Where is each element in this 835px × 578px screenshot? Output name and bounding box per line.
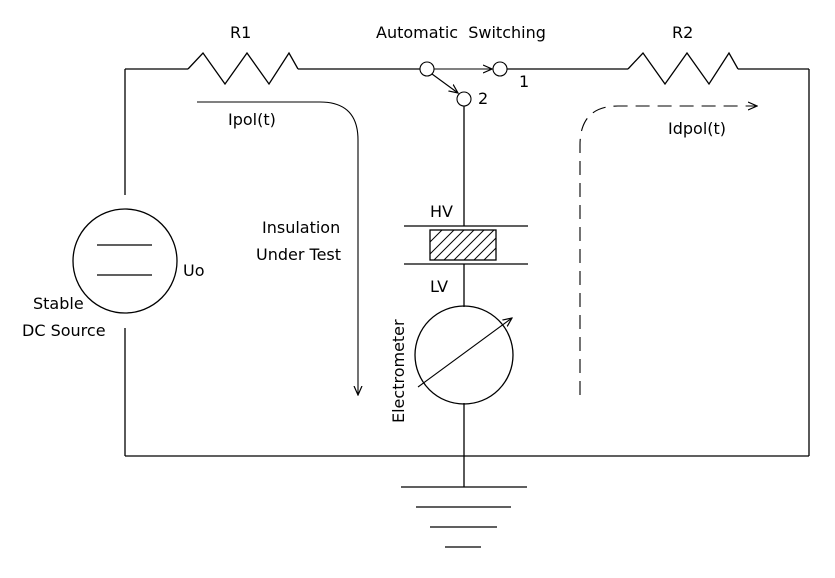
uo-label: Uo <box>183 261 205 280</box>
lv-label: LV <box>430 277 448 296</box>
dc-source: Uo Stable DC Source <box>22 208 205 340</box>
ground-symbol <box>401 486 527 548</box>
circuit-wires <box>124 68 810 487</box>
idpol-label: Idpol(t) <box>668 119 726 138</box>
switch-label: Automatic Switching <box>376 23 546 42</box>
source-label-line1: Stable <box>33 294 84 313</box>
ipol-label: Ipol(t) <box>228 110 276 129</box>
r1-label: R1 <box>230 23 251 42</box>
switch-arrow-to-2 <box>431 73 458 93</box>
insulation-hatching <box>429 229 497 261</box>
electrometer-label: Electrometer <box>389 319 408 423</box>
source-label-line2: DC Source <box>22 321 106 340</box>
r1-resistor <box>187 51 299 86</box>
insulation-specimen: HV LV Insulation Under Test <box>256 202 528 296</box>
switch-common-terminal <box>419 61 435 77</box>
r2-label: R2 <box>672 23 693 42</box>
insulation-block <box>429 229 497 261</box>
switch-terminal-1 <box>492 61 508 77</box>
insulation-label-line2: Under Test <box>256 245 341 264</box>
electrometer: Electrometer <box>389 305 514 423</box>
switch-pos2-label: 2 <box>478 89 488 108</box>
switch-pos1-label: 1 <box>519 72 529 91</box>
electrometer-dial <box>414 305 514 405</box>
ipol-arrow <box>197 101 358 395</box>
insulation-label-line1: Insulation <box>262 218 340 237</box>
dc-source-circle <box>72 208 178 314</box>
switch-terminal-2 <box>456 91 472 107</box>
hv-label: HV <box>430 202 453 221</box>
idpol-arrow <box>579 106 757 395</box>
automatic-switch: Automatic Switching 1 2 <box>376 23 546 108</box>
r2-resistor <box>627 51 739 86</box>
electrometer-needle <box>417 318 512 388</box>
